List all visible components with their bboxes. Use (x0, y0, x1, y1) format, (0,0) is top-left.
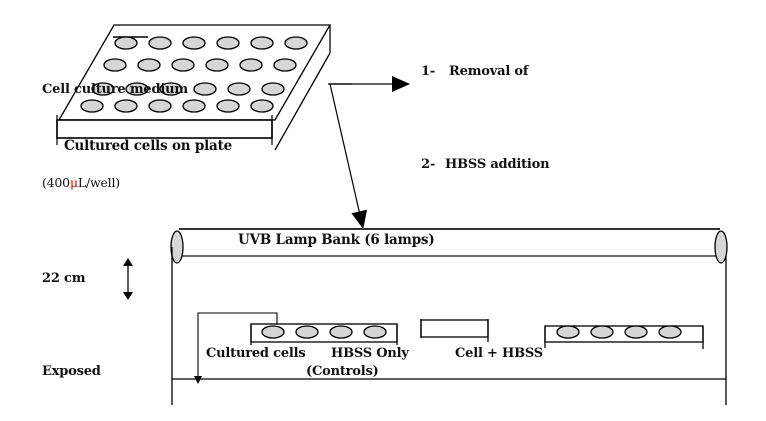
cell-culture-medium-label: Cell culture medium (42, 82, 188, 97)
step-1-number: 1- (421, 64, 436, 79)
plate-well (227, 82, 251, 96)
control-well (329, 325, 353, 339)
cell-hbss-tray (544, 325, 704, 349)
plate-well (261, 82, 285, 96)
plate-well (193, 82, 217, 96)
volume-prefix: (400 (42, 175, 70, 190)
volume-label: (400μL/well) (42, 175, 120, 190)
plate-front-face (56, 119, 273, 139)
cell-hbss-well (658, 325, 682, 339)
control-well (261, 325, 285, 339)
control-well (295, 325, 319, 339)
plate-well (284, 36, 308, 50)
uvb-lamp-bank (170, 228, 728, 264)
plate-well (148, 36, 172, 50)
controls-label: (Controls) (306, 364, 379, 379)
control-tray-wells (261, 325, 387, 339)
plate-well (137, 58, 161, 72)
lamp-left-end (170, 230, 184, 264)
cell-hbss-tray-wells (556, 325, 682, 339)
plate-well (125, 82, 149, 96)
plate-well (216, 99, 240, 113)
cell-hbss-label: Cell + HBSS (455, 346, 544, 361)
plate-well (216, 36, 240, 50)
cell-hbss-well (556, 325, 580, 339)
exposed-label: Exposed (42, 364, 101, 379)
plate-well (250, 36, 274, 50)
plate-well (182, 36, 206, 50)
step-2-text: HBSS addition (445, 157, 550, 172)
distance-label: 22 cm (42, 271, 86, 286)
hbss-tray-body (420, 319, 489, 338)
arrow-to-lamp-bank (329, 83, 368, 229)
step-2-number: 2- (421, 157, 436, 172)
plate-well (159, 82, 183, 96)
culture-plate (56, 24, 332, 151)
plate-side-edge (274, 52, 331, 151)
hbss-only-label: HBSS Only (331, 346, 409, 361)
distance-double-arrow (123, 258, 133, 300)
cell-hbss-well (624, 325, 648, 339)
pointer-arrow-line (197, 312, 278, 380)
plate-well (103, 58, 127, 72)
plate-well (114, 36, 138, 50)
plate-well (91, 82, 115, 96)
plate-well (80, 99, 104, 113)
step-1-text: Removal of (449, 64, 529, 79)
cultured-cells-label: Cultured cells (206, 346, 306, 361)
plate-well (273, 58, 297, 72)
lamp-bank-label: UVB Lamp Bank (6 lamps) (238, 232, 435, 248)
step-1: 1- Removal of (421, 65, 528, 78)
plate-well (239, 58, 263, 72)
lamp-right-end (714, 230, 728, 264)
plate-well (114, 99, 138, 113)
plate-well (205, 58, 229, 72)
plate-well (171, 58, 195, 72)
plate-well (250, 99, 274, 113)
volume-suffix: L/well) (77, 175, 120, 190)
control-tray (250, 323, 398, 345)
cultured-cells-on-plate-label: Cultured cells on plate (64, 138, 233, 154)
control-well (363, 325, 387, 339)
volume-unit-highlight: μ (69, 175, 78, 190)
plate-wells (80, 36, 308, 113)
pointer-arrowhead (194, 376, 202, 384)
step-2: 2- HBSS addition (421, 157, 550, 172)
cell-hbss-well (590, 325, 614, 339)
plate-well (182, 99, 206, 113)
hbss-tray (420, 319, 489, 342)
plate-well (148, 99, 172, 113)
